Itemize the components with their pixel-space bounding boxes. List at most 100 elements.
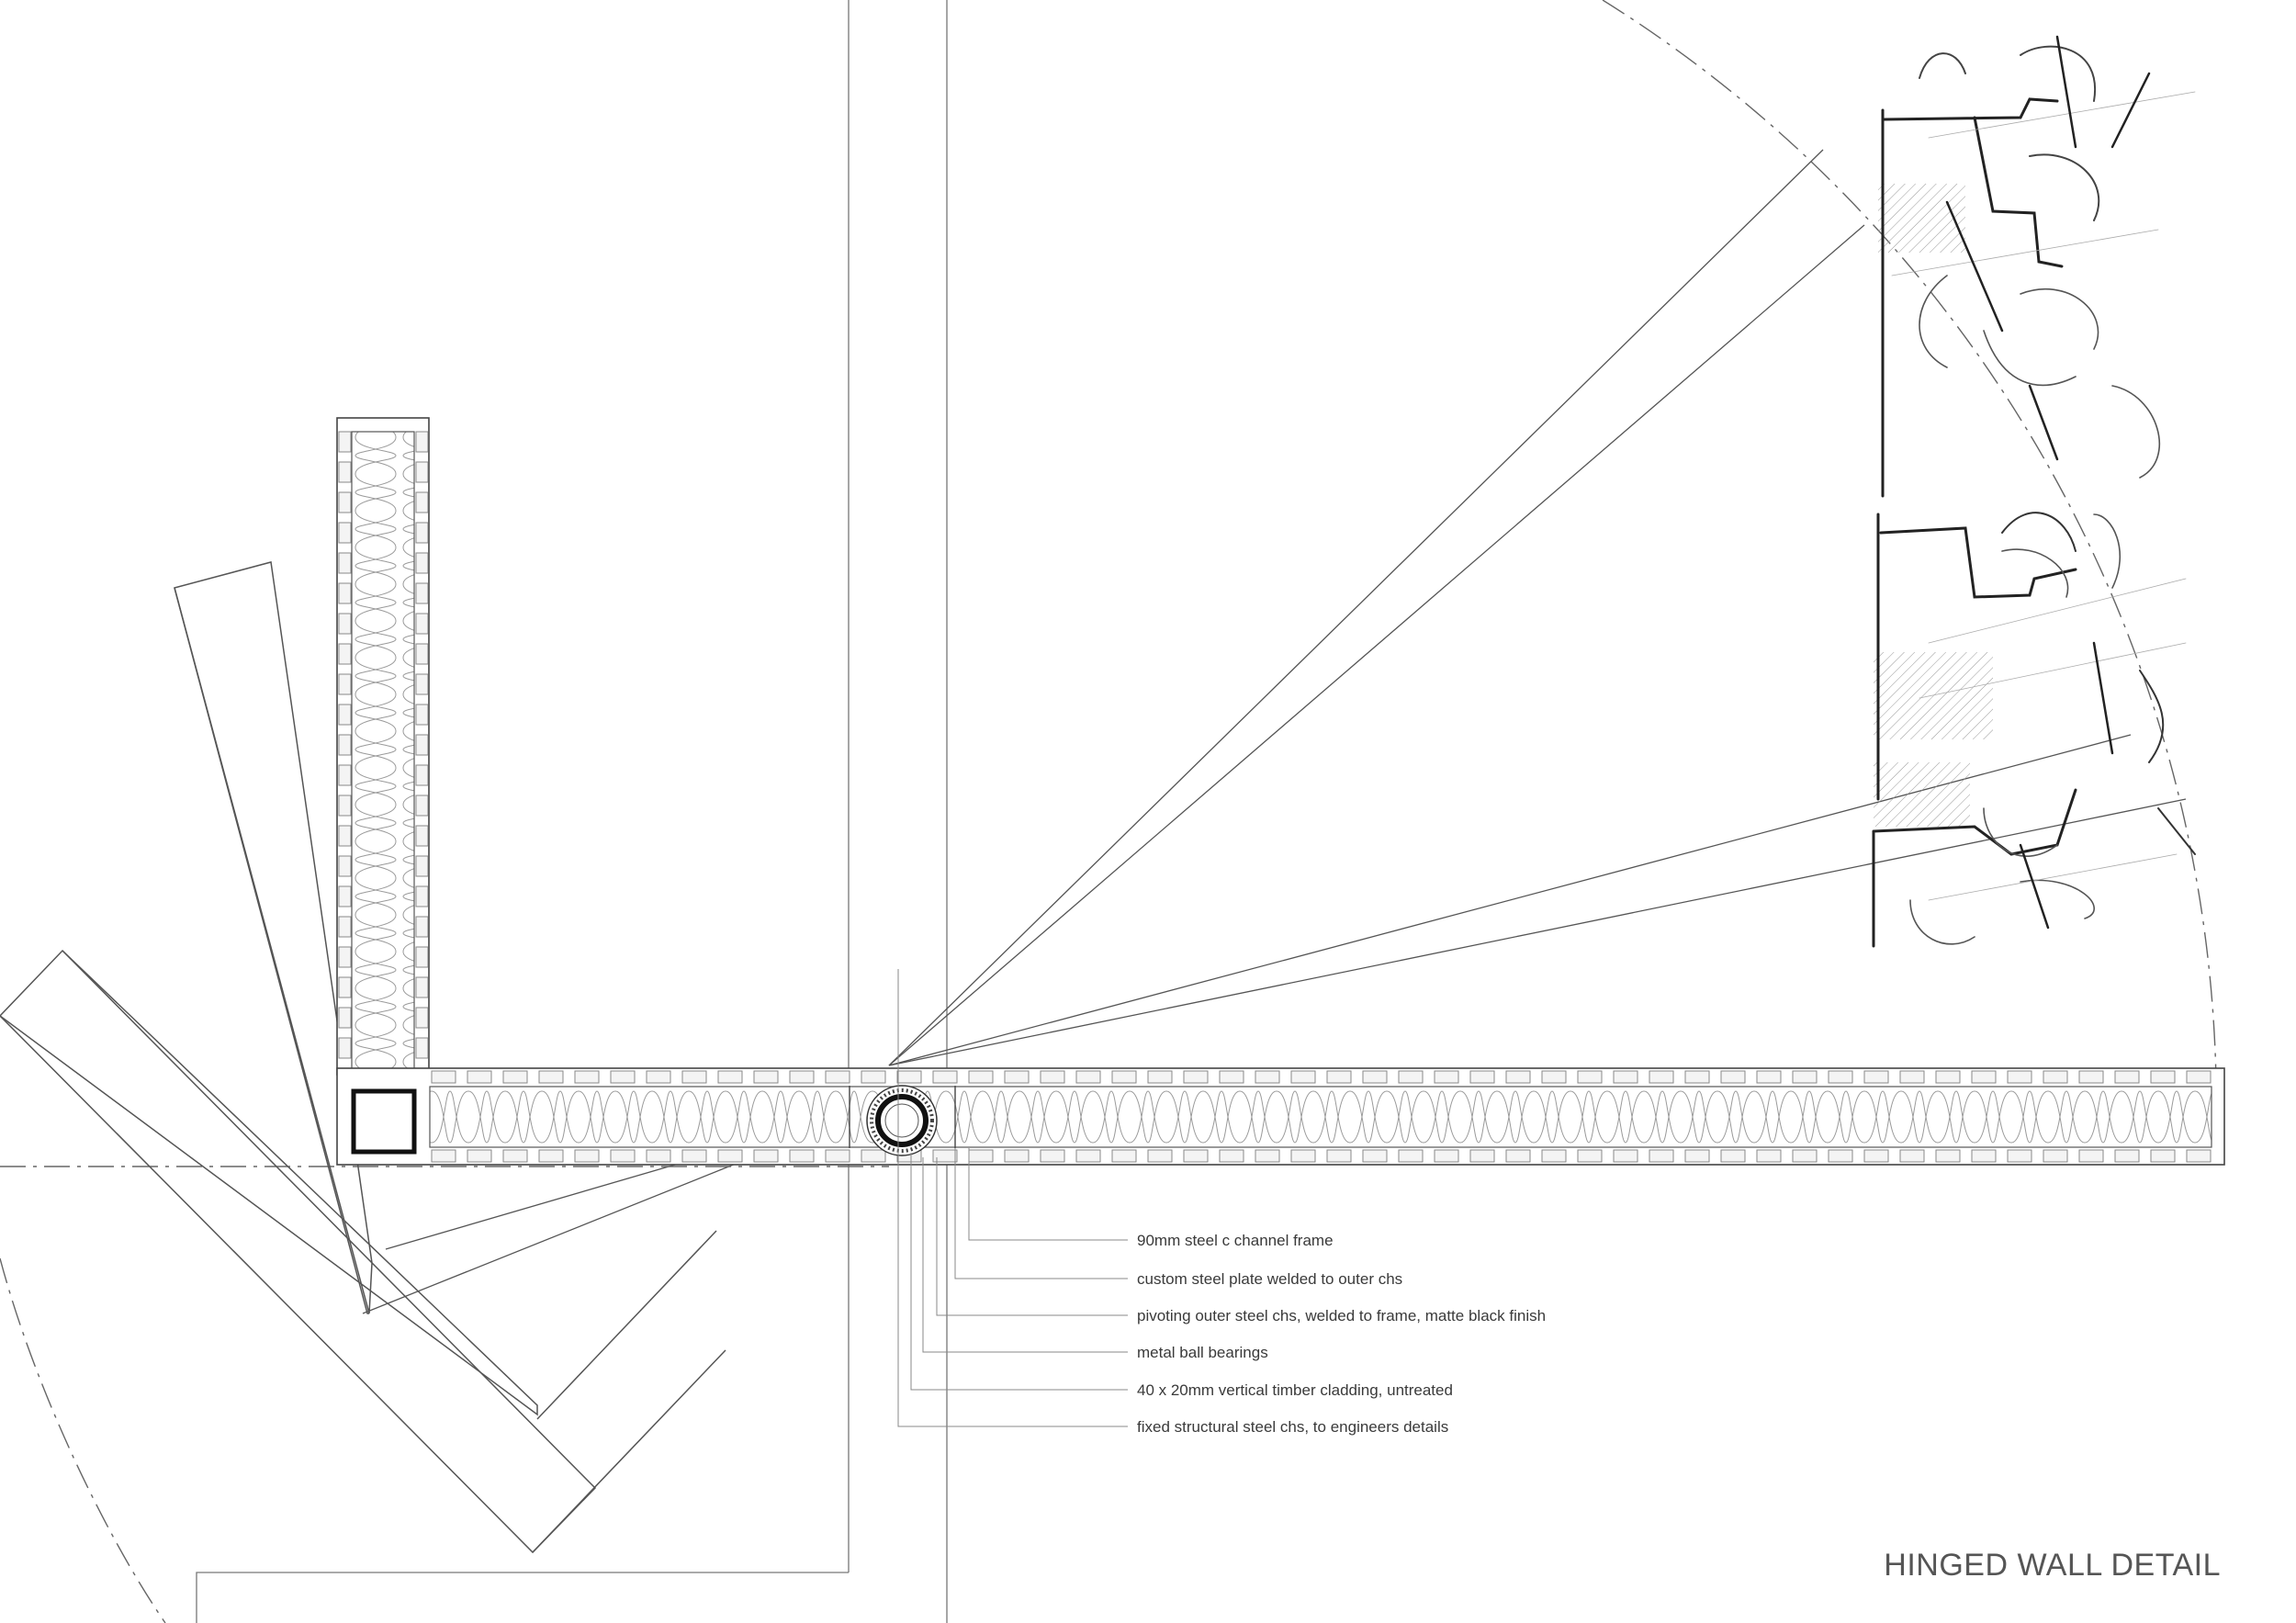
cladding-batten (932, 1070, 958, 1084)
cladding-batten (1935, 1070, 1961, 1084)
cladding-batten (1792, 1070, 1818, 1084)
cladding-batten (1756, 1149, 1782, 1163)
cladding-batten (415, 795, 429, 817)
cladding-batten (610, 1070, 636, 1084)
horizontal-wall-section (336, 1067, 2225, 1166)
cladding-batten (1577, 1149, 1603, 1163)
leader-lines (897, 969, 1128, 1427)
cladding-batten (415, 643, 429, 665)
corner-steel-post (351, 1088, 417, 1155)
cladding-batten (1828, 1149, 1853, 1163)
cladding-batten (2078, 1070, 2104, 1084)
cladding-batten (1219, 1070, 1244, 1084)
cladding-batten (415, 916, 429, 938)
cladding-batten (2078, 1149, 2104, 1163)
cladding-batten (415, 734, 429, 756)
cladding-batten (1290, 1149, 1316, 1163)
annotation-list: 90mm steel c channel frame custom steel … (1137, 1232, 1546, 1436)
cladding-batten (1541, 1070, 1567, 1084)
cladding-batten (1255, 1070, 1280, 1084)
vertical-wall-section (336, 417, 430, 1076)
cladding-batten (1720, 1149, 1746, 1163)
cladding-batten (861, 1070, 886, 1084)
cladding-batten (1326, 1149, 1352, 1163)
annotation-steel-plate: custom steel plate welded to outer chs (1137, 1270, 1402, 1288)
cladding-batten (1111, 1149, 1137, 1163)
cladding-batten (338, 1007, 352, 1029)
cladding-batten (415, 855, 429, 877)
cladding-batten (1684, 1149, 1710, 1163)
cladding-batten (1434, 1070, 1459, 1084)
cladding-batten (1147, 1149, 1173, 1163)
cladding-batten (1505, 1070, 1531, 1084)
cladding-batten (538, 1149, 564, 1163)
hinge-steel-chs (866, 1085, 938, 1156)
cladding-batten (415, 522, 429, 544)
cladding-batten (415, 582, 429, 604)
cladding-batten (415, 431, 429, 453)
cladding-batten (2007, 1070, 2032, 1084)
cladding-batten (415, 491, 429, 513)
cladding-batten (338, 916, 352, 938)
cladding-batten (338, 764, 352, 786)
cladding-batten (574, 1070, 600, 1084)
cladding-batten (896, 1070, 922, 1084)
cladding-batten (825, 1070, 850, 1084)
cladding-batten (415, 764, 429, 786)
cladding-batten (1899, 1070, 1925, 1084)
cladding-batten (1505, 1149, 1531, 1163)
cladding-batten (338, 1037, 352, 1059)
cladding-batten (1075, 1149, 1101, 1163)
cladding-batten (1290, 1070, 1316, 1084)
cladding-batten (968, 1070, 994, 1084)
cladding-batten (1040, 1149, 1065, 1163)
annotation-timber-cladding: 40 x 20mm vertical timber cladding, untr… (1137, 1381, 1453, 1399)
cladding-batten (1469, 1149, 1495, 1163)
cladding-batten (2007, 1149, 2032, 1163)
cladding-batten (415, 552, 429, 574)
cladding-batten (415, 1007, 429, 1029)
cladding-batten (610, 1149, 636, 1163)
cladding-batten (1004, 1070, 1030, 1084)
cladding-batten (415, 673, 429, 695)
cladding-batten (1183, 1070, 1209, 1084)
cladding-batten (574, 1149, 600, 1163)
annotation-ball-bearings: metal ball bearings (1137, 1344, 1268, 1361)
cladding-batten (1434, 1149, 1459, 1163)
cladding-batten (338, 885, 352, 907)
cladding-batten (1899, 1149, 1925, 1163)
cladding-batten (502, 1149, 528, 1163)
cladding-batten (2114, 1070, 2140, 1084)
cladding-batten (2150, 1070, 2176, 1084)
cladding-batten (1362, 1070, 1388, 1084)
cladding-batten (1756, 1070, 1782, 1084)
cladding-batten (1255, 1149, 1280, 1163)
cladding-batten (753, 1149, 779, 1163)
cladding-batten (415, 946, 429, 968)
hand-sketch (1872, 35, 2196, 948)
cladding-batten (415, 613, 429, 635)
cladding-batten (968, 1149, 994, 1163)
cladding-batten (2186, 1149, 2212, 1163)
cladding-batten (1541, 1149, 1567, 1163)
cladding-batten (2043, 1070, 2068, 1084)
annotation-fixed-chs: fixed structural steel chs, to engineers… (1137, 1418, 1448, 1436)
cladding-batten (338, 613, 352, 635)
cladding-batten (1040, 1070, 1065, 1084)
cladding-batten (338, 522, 352, 544)
cladding-batten (1398, 1149, 1424, 1163)
cladding-batten (338, 491, 352, 513)
cladding-batten (646, 1149, 671, 1163)
cladding-batten (338, 673, 352, 695)
cladding-batten (415, 461, 429, 483)
cladding-batten (1469, 1070, 1495, 1084)
cladding-batten (1004, 1149, 1030, 1163)
cladding-batten (1183, 1149, 1209, 1163)
cladding-batten (1577, 1070, 1603, 1084)
cladding-batten (415, 1037, 429, 1059)
cladding-batten (681, 1070, 707, 1084)
cladding-batten (538, 1070, 564, 1084)
cladding-batten (338, 734, 352, 756)
cladding-batten (338, 704, 352, 726)
cladding-batten (467, 1149, 492, 1163)
